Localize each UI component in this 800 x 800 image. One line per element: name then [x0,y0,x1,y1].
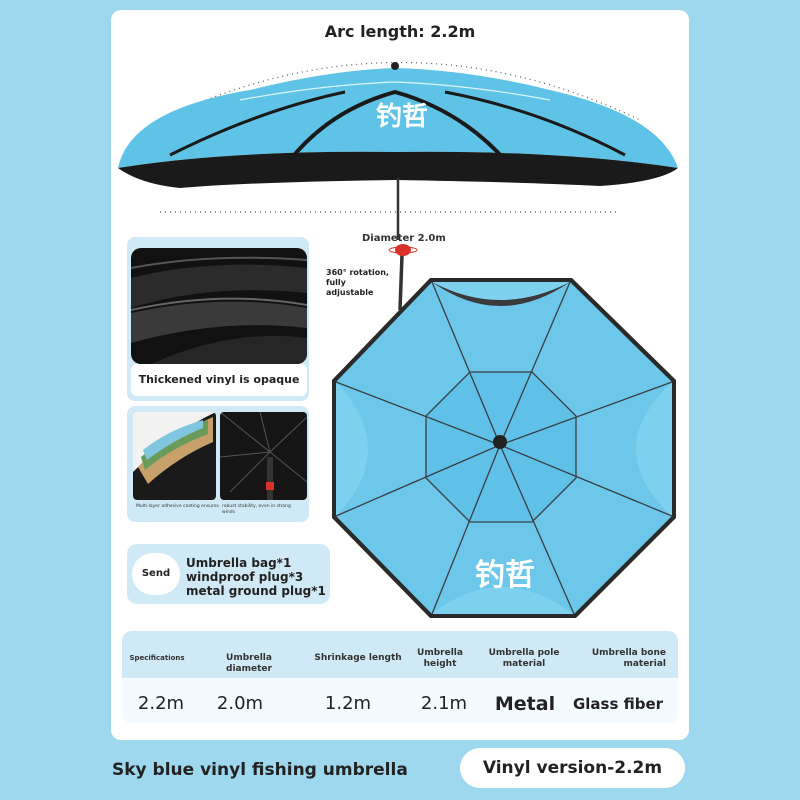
spec-value: 1.2m [324,693,372,714]
coating-layers-image [133,412,216,500]
spec-value: Glass fiber [572,695,664,713]
accessory-item: metal ground plug*1 [186,584,326,598]
arc-length-label: Arc length: 2.2m [324,22,476,41]
spec-value: Metal [494,693,556,715]
accessory-item: Umbrella bag*1 [186,556,292,570]
version-badge: Vinyl version-2.2m [460,748,685,788]
spec-value: 2.1m [420,693,468,714]
vinyl-caption: Thickened vinyl is opaque [131,364,307,396]
spec-header: Umbrella diameter [226,653,272,674]
accessory-list: Umbrella bag*1 windproof plug*3 metal gr… [186,556,326,598]
specs-table: Specifications Umbrella diameter Shrinka… [122,631,678,723]
layers-caption: Multi-layer adhesive coating ensures [136,504,219,509]
spec-header: Umbrella bone material [591,648,666,669]
spec-header: Specifications [129,654,185,662]
specs-values-row [122,678,678,723]
umbrella-frame-image [220,412,307,500]
spec-value: 2.2m [137,693,185,714]
stability-caption: robust stability, even in strong winds [222,504,291,515]
spec-header: Umbrella height [417,648,463,669]
product-name: Sky blue vinyl fishing umbrella [112,760,408,780]
spec-value: 2.0m [216,693,264,714]
spec-header: Umbrella pole material [488,648,560,669]
diameter-label: Diameter 2.0m [362,233,446,244]
send-label: Send [132,553,180,595]
accessory-item: windproof plug*3 [186,570,304,584]
vinyl-texture-image [131,248,307,364]
rotation-label: 360° rotation, fully adjustable [326,268,389,297]
spec-header: Shrinkage length [314,653,402,663]
